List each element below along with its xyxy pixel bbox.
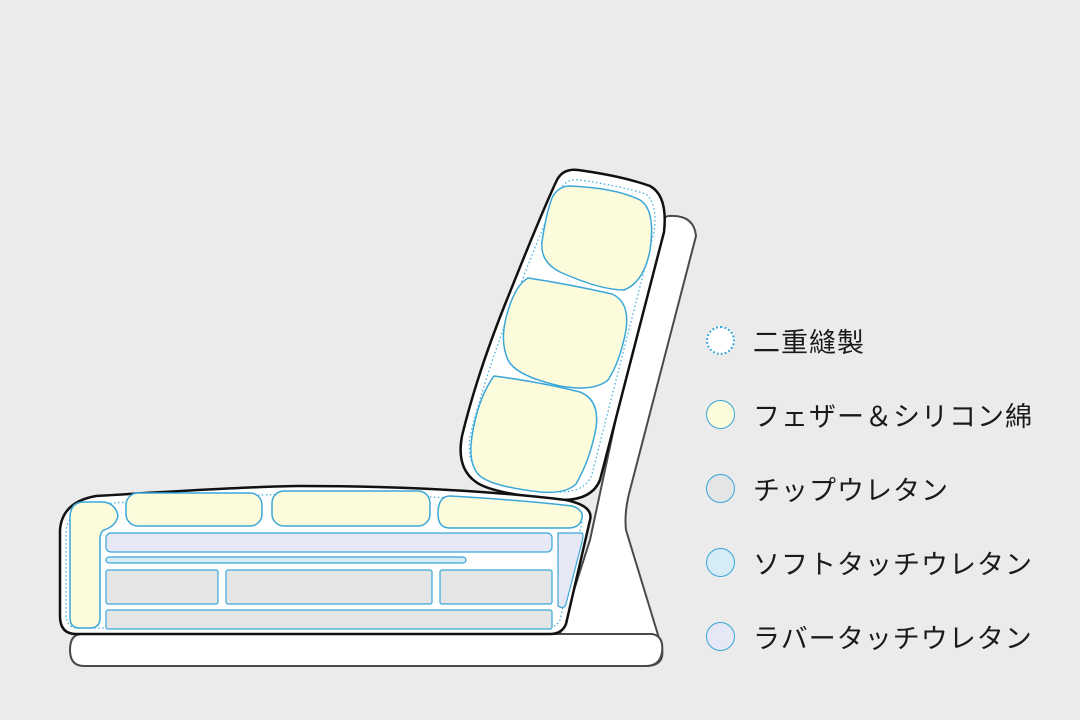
- legend-item-chip-urethane: チップウレタン: [706, 470, 1076, 507]
- legend-item-feather-silicone: フェザー＆シリコン綿: [706, 396, 1076, 433]
- seat-rubber-touch-layer: [105, 532, 553, 553]
- legend: 二重縫製 フェザー＆シリコン綿 チップウレタン ソフトタッチウレタン ラバータッ…: [706, 322, 1076, 692]
- legend-label: ラバータッチウレタン: [753, 624, 1033, 655]
- legend-label: フェザー＆シリコン綿: [753, 402, 1033, 433]
- back-cushion: [459, 168, 666, 502]
- legend-item-double-stitch: 二重縫製: [706, 322, 1076, 359]
- legend-swatch-soft-touch-urethane: [706, 548, 735, 577]
- back-feather-pad-top: [541, 185, 653, 291]
- legend-item-rubber-touch-urethane: ラバータッチウレタン: [706, 618, 1076, 655]
- seat-chip-block-2: [225, 569, 433, 605]
- legend-label: ソフトタッチウレタン: [753, 550, 1033, 581]
- seat-chip-block-1: [105, 569, 219, 605]
- seat-soft-touch-strip: [105, 556, 467, 564]
- seat-cushion: [58, 484, 592, 636]
- seat-feather-pad-1: [125, 492, 263, 527]
- seat-feather-side-pad: [69, 501, 119, 629]
- legend-label: 二重縫製: [753, 328, 865, 359]
- seat-feather-pad-3: [437, 495, 584, 529]
- legend-swatch-chip-urethane: [706, 474, 735, 503]
- legend-swatch-double-stitch: [706, 326, 735, 355]
- seat-rubber-touch-side: [557, 532, 584, 609]
- sofa-frame: [68, 214, 698, 667]
- frame-base-plank: [68, 633, 664, 667]
- seat-feather-pad-2: [271, 490, 431, 527]
- legend-swatch-rubber-touch-urethane: [706, 622, 735, 651]
- back-feather-pad-bottom: [470, 375, 598, 494]
- seat-chip-block-3: [439, 569, 553, 605]
- legend-label: チップウレタン: [753, 476, 949, 507]
- back-feather-pad-middle: [502, 277, 628, 389]
- legend-item-soft-touch-urethane: ソフトタッチウレタン: [706, 544, 1076, 581]
- legend-swatch-feather-silicone: [706, 400, 735, 429]
- seat-chip-block-bottom: [105, 609, 553, 630]
